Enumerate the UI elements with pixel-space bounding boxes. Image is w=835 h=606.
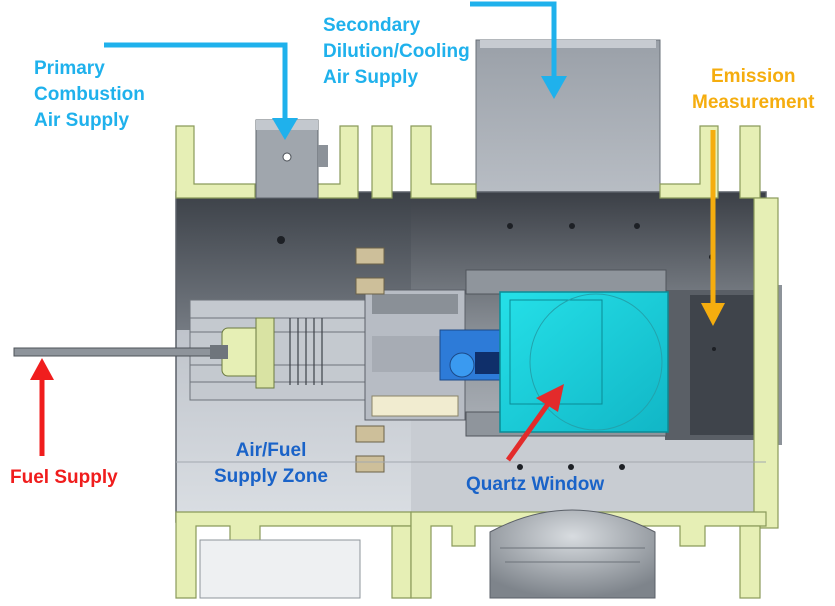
quartz-arrowhead bbox=[536, 384, 564, 412]
bottom-flanges bbox=[175, 511, 767, 599]
secondary-air-duct bbox=[475, 39, 661, 201]
quartz-window-label: Quartz Window bbox=[466, 474, 605, 495]
fuel-supply-pipe bbox=[13, 345, 228, 359]
bottom-dome bbox=[199, 509, 656, 599]
fuel-supply-label: Fuel Supply bbox=[10, 467, 118, 488]
emission-arrowhead bbox=[701, 303, 725, 326]
fuel-arrowhead bbox=[30, 358, 54, 380]
quartz-window bbox=[499, 291, 669, 433]
secondary-air-arrowhead bbox=[541, 76, 567, 99]
top-flanges bbox=[175, 125, 779, 529]
secondary-air-arrow bbox=[470, 1, 557, 78]
primary-air-arrow bbox=[104, 42, 288, 120]
primary-air-label: Primary Combustion Air Supply bbox=[34, 58, 145, 131]
emission-label: Emission Measurement bbox=[692, 66, 815, 113]
primary-air-arrowhead bbox=[272, 118, 298, 140]
primary-air-inlet bbox=[255, 119, 328, 199]
quartz-arrow bbox=[505, 402, 551, 462]
air-fuel-zone-label: Air/Fuel Supply Zone bbox=[214, 440, 328, 487]
secondary-air-label: Secondary Dilution/Cooling Air Supply bbox=[323, 15, 470, 88]
